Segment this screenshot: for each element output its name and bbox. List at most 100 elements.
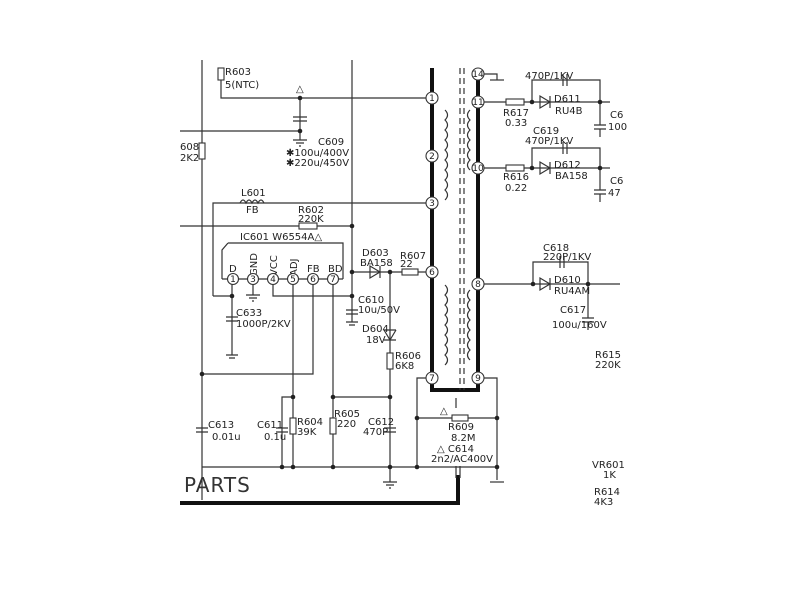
component-label: C611 xyxy=(257,420,283,431)
component-label: 220P/1KV xyxy=(543,252,591,263)
component-label: D611 xyxy=(554,94,581,105)
component-label: C633 xyxy=(236,308,262,319)
resistors xyxy=(198,67,525,435)
component-label: 7 xyxy=(429,374,435,384)
component-label: BA158 xyxy=(555,171,588,182)
component-label: ✱100u/400V xyxy=(286,148,349,159)
component-label: C618 xyxy=(543,243,569,254)
parts-heading: PARTS xyxy=(184,473,251,497)
component-label: 47 xyxy=(608,188,621,199)
component-label: 470P/1KV xyxy=(525,71,573,82)
component-label: 100 xyxy=(608,122,627,133)
component-label: BA158 xyxy=(360,258,393,269)
component-label: 10 xyxy=(472,164,484,174)
component-label: 18V xyxy=(366,335,386,346)
component-label: R603 xyxy=(225,67,251,78)
component-label: 6K8 xyxy=(395,361,414,372)
component-label: C609 xyxy=(318,137,344,148)
component-label: RU4B xyxy=(555,106,583,117)
component-label: FB xyxy=(307,264,320,275)
component-label: 2n2/AC400V xyxy=(431,454,493,465)
component-label: D603 xyxy=(362,248,389,259)
component-label: 0.1u xyxy=(264,432,286,443)
diodes xyxy=(369,94,552,342)
component-label: 3 xyxy=(429,199,435,209)
component-label: △ C614 xyxy=(437,444,474,455)
component-label: R602 xyxy=(298,205,324,216)
component-label: 0.01u xyxy=(212,432,241,443)
component-label: 1K xyxy=(603,470,616,481)
component-label: R607 xyxy=(400,251,426,262)
component-label: 39K xyxy=(297,427,317,438)
component-label: 1 xyxy=(429,94,435,104)
component-label: ADJ xyxy=(289,259,300,277)
component-label: C617 xyxy=(560,305,586,316)
component-label: R615 xyxy=(595,350,621,361)
component-label: 470P/1KV xyxy=(525,136,573,147)
component-label: 470P xyxy=(363,427,388,438)
component-label: 608 xyxy=(180,142,199,153)
component-label: 4K3 xyxy=(594,497,613,508)
component-label: RU4AM xyxy=(554,286,590,297)
component-label: △ xyxy=(440,406,448,417)
component-label: IC601 W6554A△ xyxy=(240,232,322,243)
component-label: VR601 xyxy=(592,460,625,471)
component-label: △ xyxy=(296,84,304,95)
component-label: 220 xyxy=(337,419,356,430)
component-label: VCC xyxy=(269,255,280,276)
component-label: R616 xyxy=(503,172,529,183)
component-label: D xyxy=(229,264,237,275)
component-label: ✱220u/450V xyxy=(286,158,349,169)
component-label: C613 xyxy=(208,420,234,431)
component-label: 7 xyxy=(330,275,336,285)
component-label: 1 xyxy=(230,275,236,285)
component-label: 3 xyxy=(250,275,256,285)
component-label: 8 xyxy=(475,280,481,290)
component-label: 0.22 xyxy=(505,183,527,194)
component-label: 2 xyxy=(429,152,435,162)
component-label: C610 xyxy=(358,295,384,306)
component-label: 6 xyxy=(310,275,316,285)
component-label: C6 xyxy=(610,110,623,121)
component-label: 10u/50V xyxy=(358,305,400,316)
component-label: D612 xyxy=(554,160,581,171)
component-label: C612 xyxy=(368,417,394,428)
component-label: D610 xyxy=(554,275,581,286)
component-label: FB xyxy=(246,205,259,216)
transformer-pins: 14 1 11 2 10 3 6 8 7 9 xyxy=(425,67,485,385)
component-label: 6 xyxy=(429,268,435,278)
component-label: 0.33 xyxy=(505,118,527,129)
component-label: 11 xyxy=(472,98,483,108)
component-label: 5 xyxy=(290,275,296,285)
transformer-t601 xyxy=(430,68,480,392)
component-label: R605 xyxy=(334,409,360,420)
capacitors xyxy=(196,74,606,478)
component-label: GND xyxy=(249,253,260,276)
component-label: R606 xyxy=(395,351,421,362)
ic601: IC601 W6554A△ D GND VCC ADJ FB BD 1 3 4 … xyxy=(221,232,344,286)
component-label: 8.2M xyxy=(451,433,476,444)
component-label: 22 xyxy=(400,259,413,270)
component-label: 9 xyxy=(475,374,481,384)
component-label: D604 xyxy=(362,324,389,335)
component-label: BD xyxy=(328,264,343,275)
component-label: 100u/160V xyxy=(552,320,607,331)
component-label: 5(NTC) xyxy=(225,80,259,91)
component-label: C6 xyxy=(610,176,623,187)
component-labels: R603 5(NTC) △ C609 ✱100u/400V ✱220u/450V… xyxy=(180,67,627,508)
component-label: L601 xyxy=(241,188,266,199)
component-label: 220K xyxy=(595,360,621,371)
component-label: R604 xyxy=(297,417,323,428)
component-label: 1000P/2KV xyxy=(236,319,291,330)
component-label: R617 xyxy=(503,108,529,119)
component-label: 4 xyxy=(270,275,276,285)
component-label: 2K2 xyxy=(180,153,199,164)
component-label: C619 xyxy=(533,126,559,137)
component-label: 220K xyxy=(298,214,324,225)
ground-symbols xyxy=(226,79,504,489)
component-label: R609 xyxy=(448,422,474,433)
component-label: R614 xyxy=(594,487,620,498)
junction-dots xyxy=(199,95,603,470)
